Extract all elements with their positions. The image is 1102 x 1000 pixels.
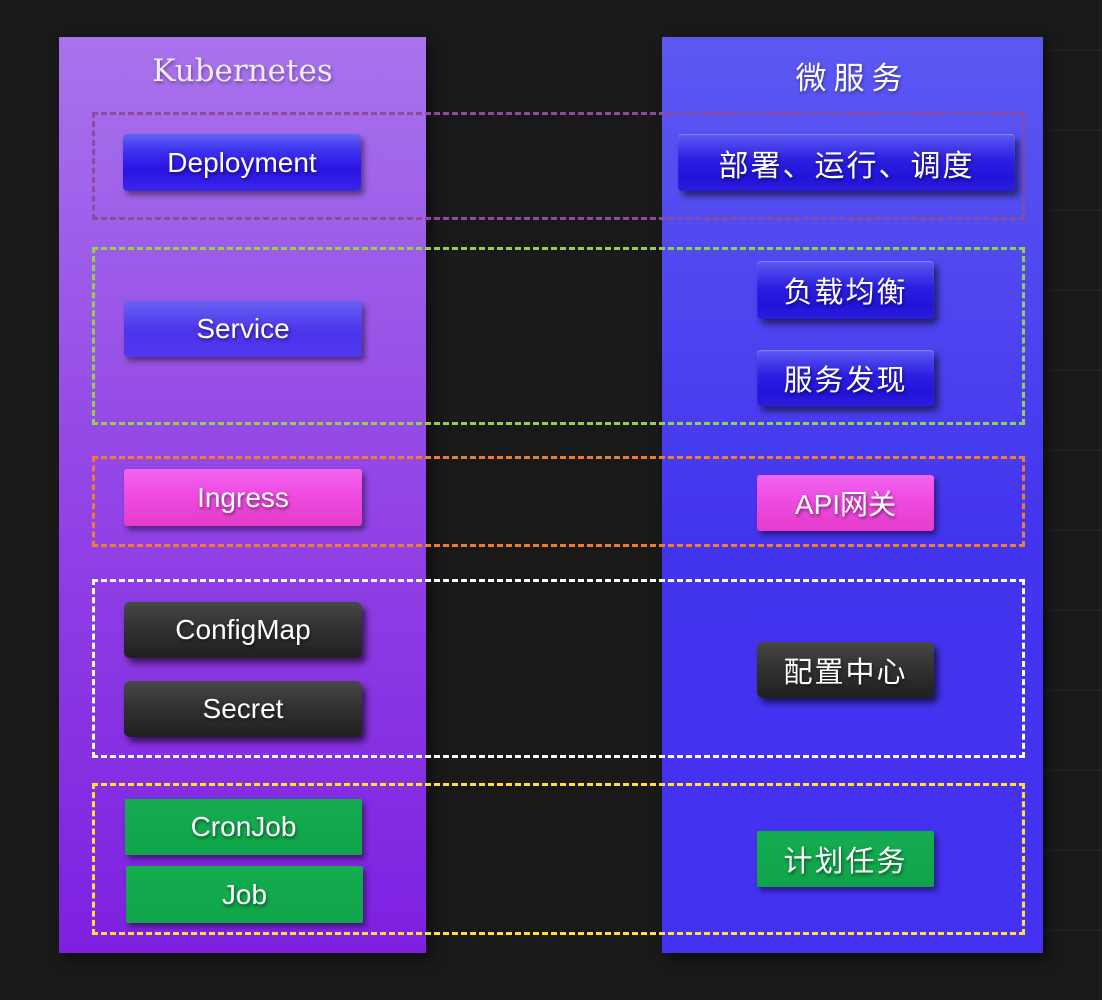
ingress-shape: Ingress xyxy=(124,469,362,526)
configmap-shape: ConfigMap xyxy=(124,602,362,658)
group-box-config xyxy=(92,579,1025,758)
group-box-deployment xyxy=(92,112,1025,220)
group-box-service xyxy=(92,247,1025,425)
deployment-shape: Deployment xyxy=(123,134,361,191)
cronjob-shape: CronJob xyxy=(125,799,362,855)
service-discovery-shape: 服务发现 xyxy=(757,350,934,406)
service-shape: Service xyxy=(124,301,362,357)
microservices-column-title: 微服务 xyxy=(795,61,910,97)
load-balancing-shape: 负载均衡 xyxy=(757,261,934,319)
group-box-ingress xyxy=(92,456,1025,547)
group-box-jobs xyxy=(92,783,1025,935)
secret-shape: Secret xyxy=(124,681,362,737)
kubernetes-column-title: Kubernetes xyxy=(152,53,333,89)
config-center-shape: 配置中心 xyxy=(757,642,934,698)
background-grid xyxy=(1042,0,1102,1000)
deploy-run-schedule-shape: 部署、运行、调度 xyxy=(678,134,1015,191)
api-gateway-shape: API网关 xyxy=(757,475,934,531)
scheduled-tasks-shape: 计划任务 xyxy=(757,831,934,887)
job-shape: Job xyxy=(126,866,363,923)
